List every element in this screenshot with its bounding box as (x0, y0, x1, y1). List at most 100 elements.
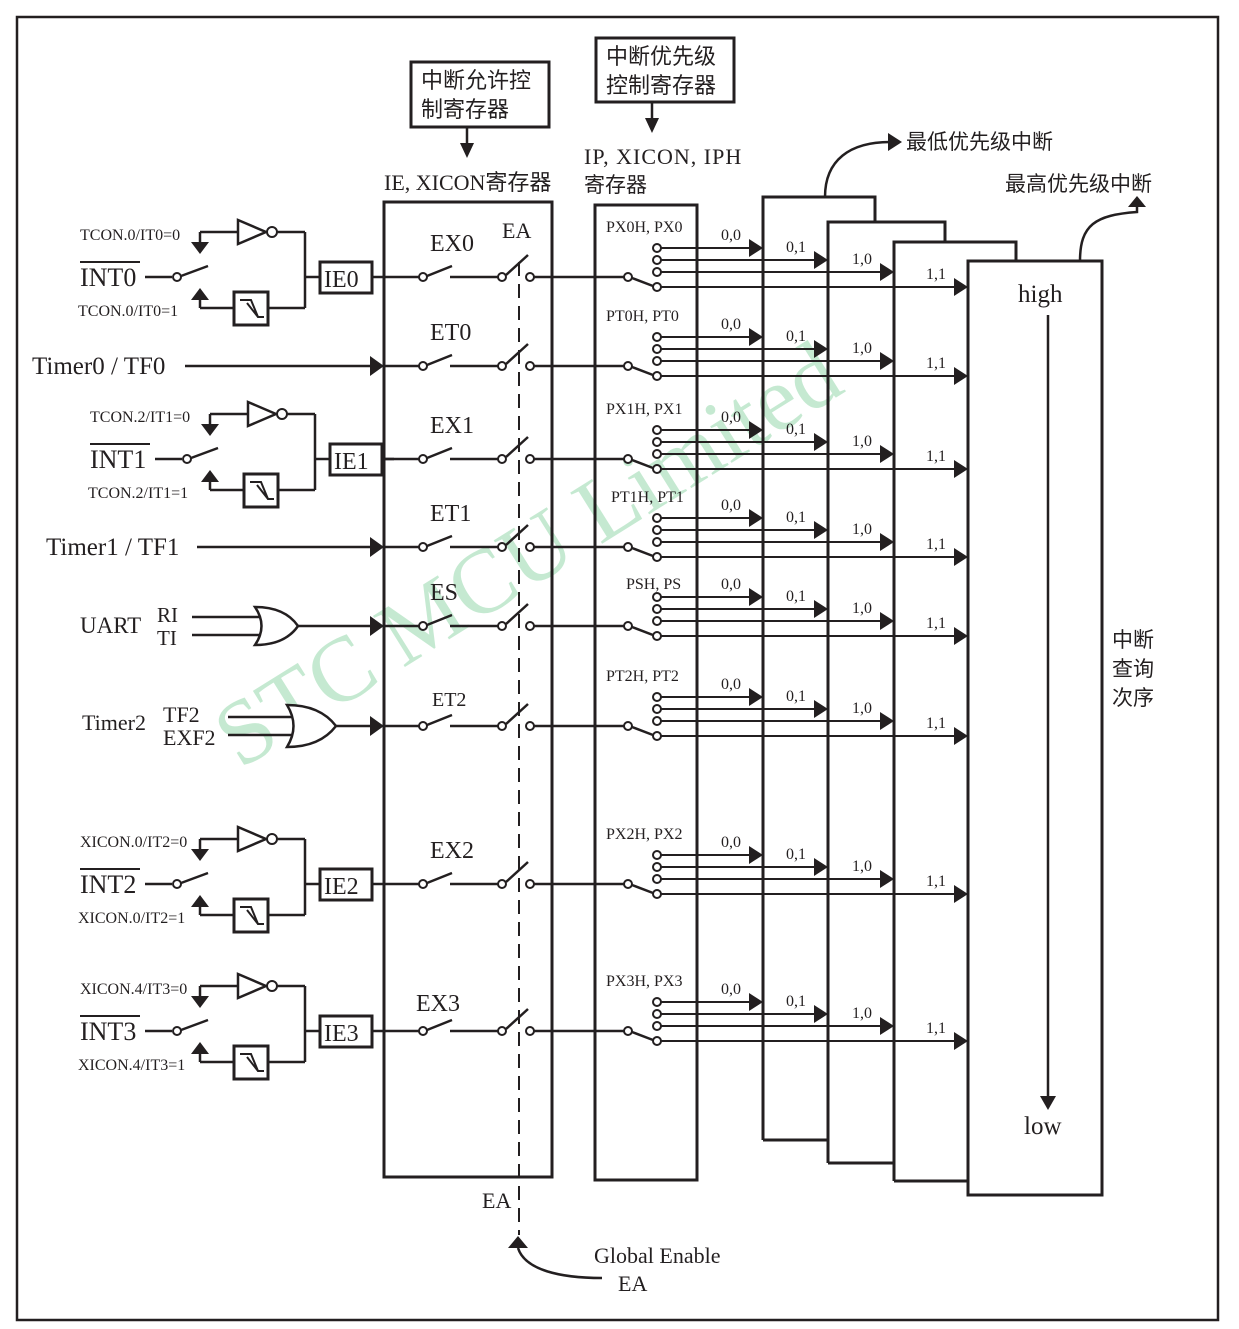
inverter-icon (236, 972, 270, 1000)
priority-selector-switch[interactable] (631, 276, 654, 288)
switch-contact (623, 621, 633, 631)
switch-contact (652, 889, 662, 899)
interrupt-pin-label: INT1 (90, 445, 146, 474)
arrow-down-icon (460, 143, 474, 158)
priority-bits-label: PX0H, PX0 (606, 219, 682, 236)
trigger-edge-label: XICON.0/IT2=1 (78, 910, 185, 927)
switch-contact (652, 616, 662, 626)
switch-contact (652, 525, 662, 535)
priority-level-label: 1,0 (852, 1005, 872, 1022)
switch-contact (652, 243, 662, 253)
priority-bits-label: PT1H, PT1 (611, 489, 684, 506)
priority-selector-switch[interactable] (631, 725, 654, 737)
tf2-label: TF2 (163, 702, 200, 727)
enable-bit-label: EX1 (430, 413, 474, 439)
switch-contact (652, 332, 662, 342)
ea-switch[interactable] (505, 524, 529, 546)
switch-contact (652, 464, 662, 474)
priority-selector-switch[interactable] (631, 1030, 654, 1042)
inverter-icon (236, 218, 270, 246)
priority-level-label: 0,1 (786, 993, 806, 1010)
enable-switch-ex1[interactable] (426, 446, 453, 460)
switch-contact (652, 862, 662, 872)
ie-register-label: IE, XICON寄存器 (384, 170, 551, 195)
switch-contact (623, 454, 633, 464)
interrupt-flag-label: IE3 (324, 1021, 359, 1047)
switch-contact (497, 879, 507, 889)
inverter-bubble (266, 833, 278, 845)
switch-contact (623, 1026, 633, 1036)
priority-level-label: 1,1 (926, 536, 946, 553)
enable-switch-ex0[interactable] (426, 264, 453, 278)
arrow-right-icon (880, 445, 894, 463)
enable-switch-es[interactable] (426, 613, 453, 627)
ea-switch[interactable] (505, 1008, 529, 1030)
priority-level-label: 0,1 (786, 421, 806, 438)
ea-switch[interactable] (505, 603, 529, 625)
interrupt-pin-label: INT0 (80, 263, 136, 292)
switch-contact (418, 542, 428, 552)
priority-selector-switch[interactable] (631, 365, 654, 377)
switch-contact (182, 454, 192, 464)
arrow-right-icon (814, 858, 828, 876)
enable-switch-et0[interactable] (426, 353, 453, 367)
switch-contact (418, 1026, 428, 1036)
ea-switch[interactable] (505, 703, 529, 725)
enable-switch-ex3[interactable] (426, 1018, 453, 1032)
trigger-level-label: XICON.4/IT3=0 (80, 981, 187, 998)
inverter-icon (236, 825, 270, 853)
trigger-level-label: TCON.2/IT1=0 (90, 409, 190, 426)
switch-contact (652, 437, 662, 447)
priority-selector-switch[interactable] (631, 546, 654, 558)
ea-switch[interactable] (505, 343, 529, 365)
enable-switch-ex2[interactable] (426, 871, 453, 885)
ip-register-label-2: 寄存器 (584, 173, 647, 197)
priority-level-label: 0,0 (721, 576, 741, 593)
arrow-up-icon (201, 470, 219, 482)
switch-contact (652, 1021, 662, 1031)
arrow-up-icon (191, 288, 209, 300)
arrow-up-icon (191, 895, 209, 907)
priority-bits-label: PX2H, PX2 (606, 826, 682, 843)
ea-switch[interactable] (505, 436, 529, 458)
priority-selector-switch[interactable] (631, 625, 654, 637)
switch-contact (652, 631, 662, 641)
priority-selector-switch[interactable] (631, 458, 654, 470)
inverter-bubble (266, 980, 278, 992)
switch-contact (652, 537, 662, 547)
arrow-up-icon (1128, 196, 1146, 207)
arrow-right-icon (749, 993, 763, 1011)
wire (190, 446, 219, 460)
enable-switch-et2[interactable] (426, 713, 453, 727)
enable-bit-label: ES (430, 580, 458, 606)
arrow-right-icon (749, 846, 763, 864)
arrow-right-icon (814, 433, 828, 451)
enable-bit-label: ET2 (432, 689, 466, 711)
enable-switch-et1[interactable] (426, 534, 453, 548)
arrow-down-icon (1040, 1096, 1056, 1110)
ri-label: RI (157, 603, 178, 627)
priority-level-label: 1,0 (852, 858, 872, 875)
arrow-up-icon (191, 1042, 209, 1054)
highest-priority-label: 最高优先级中断 (1005, 172, 1152, 196)
switch-contact (623, 361, 633, 371)
wire (180, 871, 209, 885)
ea-switch[interactable] (505, 861, 529, 883)
low-label: low (1024, 1113, 1062, 1140)
or-gate-icon (252, 605, 300, 647)
priority-level-label: 0,1 (786, 688, 806, 705)
arrow-right-icon (954, 627, 968, 645)
trigger-level-label: TCON.0/IT0=0 (80, 227, 180, 244)
switch-contact (497, 1026, 507, 1036)
switch-contact (525, 1026, 535, 1036)
priority-selector-switch[interactable] (631, 883, 654, 895)
ea-switch[interactable] (505, 254, 529, 276)
interrupt-flag-box (328, 442, 384, 477)
arrow-right-icon (749, 509, 763, 527)
